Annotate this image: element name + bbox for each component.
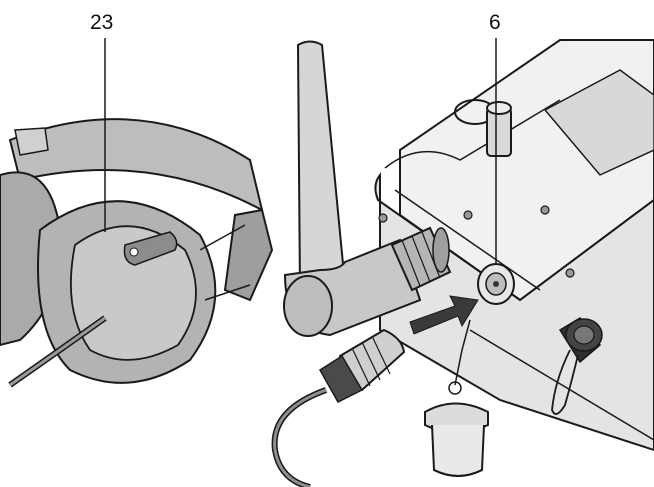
callout-label-23: 23 bbox=[90, 11, 114, 34]
insert-arrow bbox=[409, 295, 479, 335]
top-knob bbox=[454, 99, 512, 157]
callout-label-6: 6 bbox=[489, 11, 501, 34]
headphones bbox=[0, 118, 274, 388]
headphone-jack bbox=[477, 263, 515, 305]
antenna bbox=[283, 40, 452, 337]
side-connector bbox=[551, 317, 603, 415]
dust-cap bbox=[424, 319, 489, 477]
headphone-plug bbox=[271, 328, 406, 487]
device-body bbox=[374, 39, 654, 452]
